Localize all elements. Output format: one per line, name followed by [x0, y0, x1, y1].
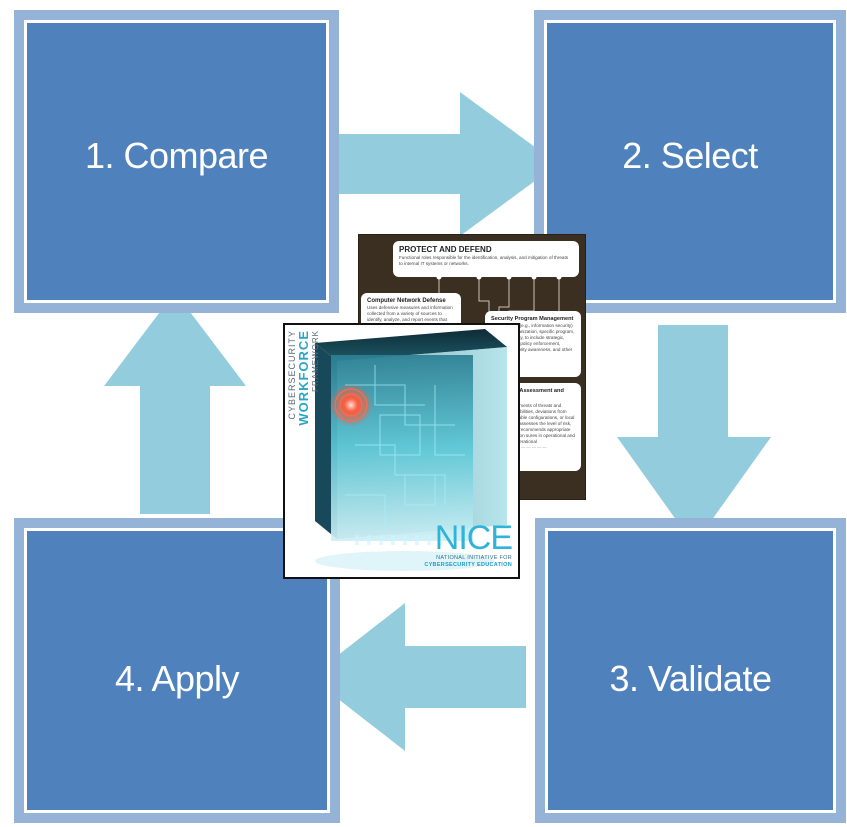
- step-validate-label: 3. Validate: [609, 657, 772, 699]
- protect-defend-title: PROTECT AND DEFEND: [399, 245, 492, 254]
- arrow-right: [338, 92, 558, 236]
- nice-logo: NICE NATIONAL INITIATIVE FOR CYBERSECURI…: [424, 519, 513, 569]
- program-management-title: Security Program Management: [491, 316, 574, 322]
- step-select-label: 2. Select: [622, 134, 758, 176]
- step-apply-label: 4. Apply: [114, 657, 240, 699]
- step-validate-box: 3. Validate: [535, 518, 846, 823]
- step-select-box: 2. Select: [534, 10, 846, 313]
- step-compare-box: 1. Compare: [14, 10, 339, 313]
- arrow-up: [104, 292, 246, 514]
- nice-logo-text: NICE: [434, 519, 513, 557]
- nice-framework-cover: CYBERSECURITY WORKFORCE FRAMEWORK NICE N…: [283, 323, 520, 579]
- arrow-left: [310, 603, 526, 751]
- side-title-line3: FRAMEWORK: [311, 330, 320, 392]
- side-title-line2: WORKFORCE: [296, 330, 311, 426]
- vulnerability-role-list: — — — — — — — —: [505, 445, 547, 450]
- nice-logo-sub2: CYBERSECURITY EDUCATION: [424, 562, 512, 568]
- step-apply-box: 4. Apply: [14, 518, 340, 823]
- protect-defend-text: Functional roles responsible for the ide…: [399, 255, 569, 266]
- network-defense-title: Computer Network Defense: [367, 298, 446, 304]
- protect-defend-header: PROTECT AND DEFEND Functional roles resp…: [393, 241, 579, 277]
- step-compare-label: 1. Compare: [84, 134, 269, 176]
- nice-logo-sub1: NATIONAL INITIATIVE FOR: [436, 555, 512, 561]
- framework-side-title: CYBERSECURITY WORKFORCE FRAMEWORK: [286, 330, 326, 500]
- cube-illustration: [315, 329, 507, 571]
- arrow-down: [617, 325, 771, 545]
- vulnerability-assessment-text: assessments of threats and vulnerabiliti…: [505, 403, 575, 444]
